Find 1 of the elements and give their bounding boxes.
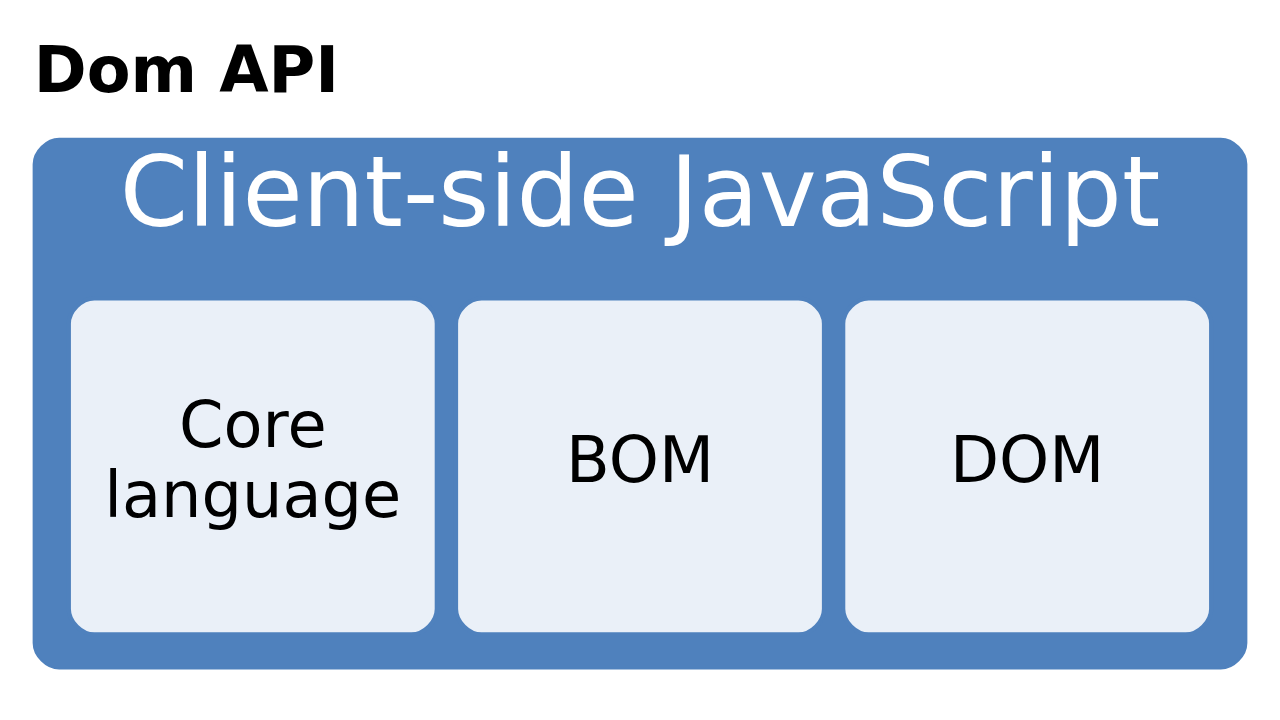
diagram-title: Dom API [33, 32, 340, 107]
